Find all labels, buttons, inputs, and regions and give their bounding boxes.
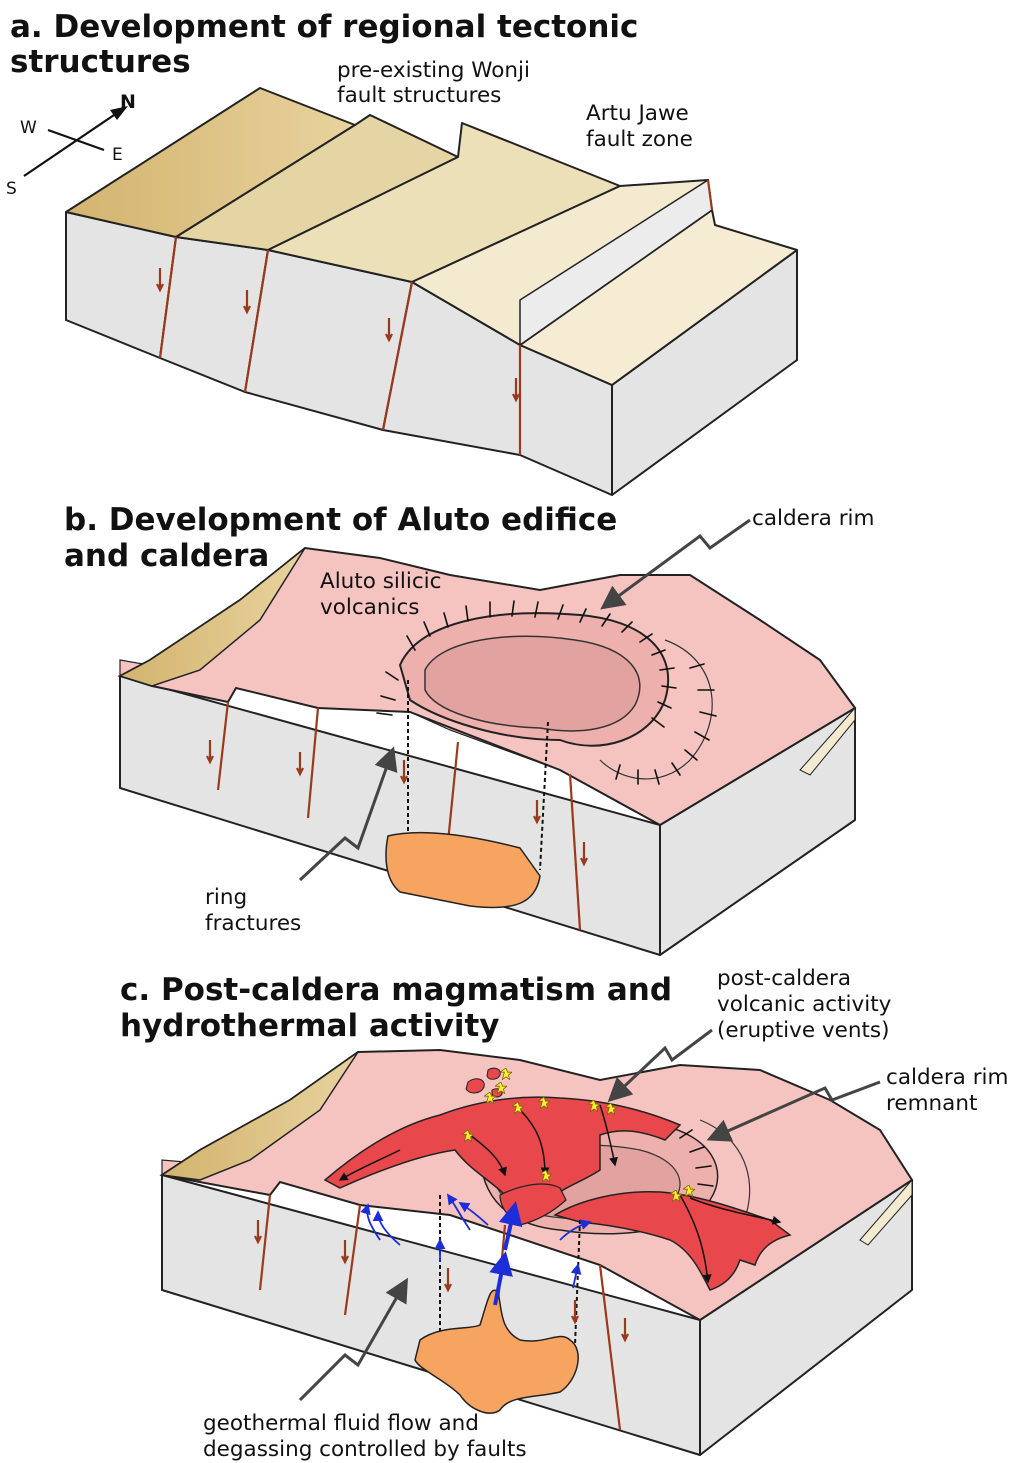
post-caldera-label-line3: (eruptive vents) xyxy=(717,1018,890,1043)
panel-a-title-line1: a. Development of regional tectonic xyxy=(10,9,638,45)
compass-s-label: S xyxy=(6,179,17,199)
panel-a: a. Development of regional tectonic stru… xyxy=(6,9,797,495)
panel-b-title-line2: and caldera xyxy=(64,538,269,574)
post-caldera-label-line2: volcanic activity xyxy=(717,992,892,1017)
compass-n-label: N xyxy=(120,91,136,113)
geothermal-label-line1: geothermal fluid flow and xyxy=(203,1411,479,1436)
ring-label-line1: ring xyxy=(205,885,247,910)
panel-a-title-line2: structures xyxy=(10,44,191,80)
compass-e-label: E xyxy=(112,145,123,165)
panel-b-title-line1: b. Development of Aluto edifice xyxy=(64,502,617,538)
artu-label-line2: fault zone xyxy=(586,127,693,152)
caldera-rim-label: caldera rim xyxy=(752,506,874,531)
panel-c-title-line2: hydrothermal activity xyxy=(120,1008,500,1044)
post-caldera-label-line1: post-caldera xyxy=(717,966,851,991)
panel-b: b. Development of Aluto edifice and cald… xyxy=(64,502,874,955)
wonji-label-line2: fault structures xyxy=(337,83,501,108)
geothermal-label-line2: degassing controlled by faults xyxy=(203,1437,527,1462)
artu-label-line1: Artu Jawe xyxy=(586,101,689,126)
compass-ns-axis xyxy=(24,113,117,176)
wonji-label-line1: pre-existing Wonji xyxy=(337,58,530,83)
panel-c-title-line1: c. Post-caldera magmatism and xyxy=(120,972,672,1008)
silicic-label-line2: volcanics xyxy=(320,595,419,620)
compass-w-label: W xyxy=(20,118,37,138)
remnant-label-line1: caldera rim xyxy=(886,1065,1008,1090)
remnant-label-line2: remnant xyxy=(886,1091,977,1116)
compass-ew-axis xyxy=(48,130,104,150)
silicic-label-line1: Aluto silicic xyxy=(320,569,441,594)
panel-c: c. Post-caldera magmatism and hydrotherm… xyxy=(120,966,1008,1462)
ring-label-line2: fractures xyxy=(205,911,301,936)
